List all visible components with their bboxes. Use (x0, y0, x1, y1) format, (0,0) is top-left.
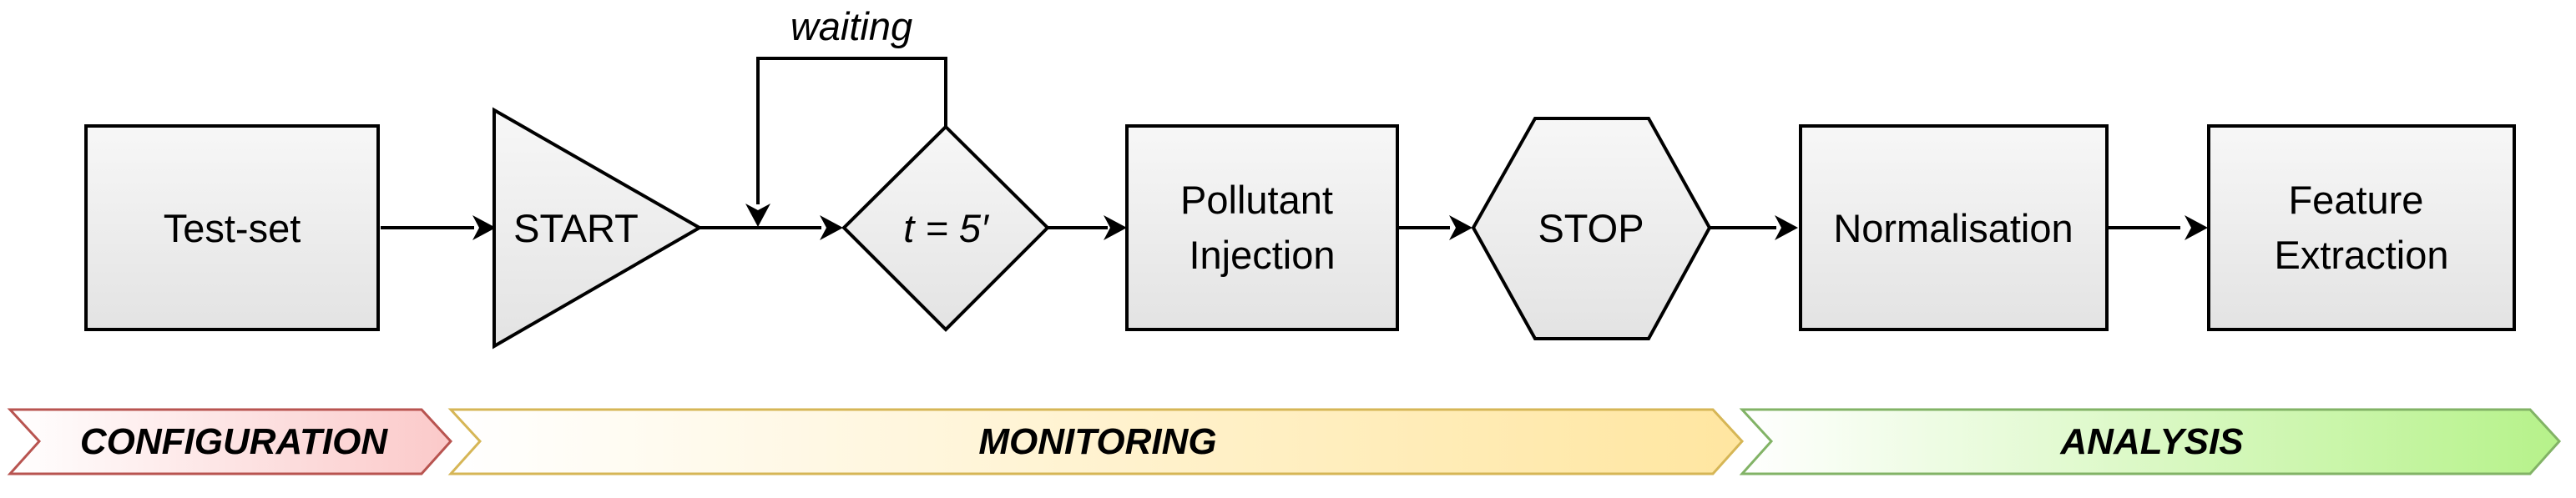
node-feature-extraction-label: Feature Extraction (2275, 178, 2449, 277)
phase-analysis: ANALYSIS (1739, 408, 2562, 475)
phase-monitoring: MONITORING (447, 408, 1745, 475)
node-test-set: Test-set (84, 124, 380, 331)
arrowhead-normalisation (1775, 215, 1798, 240)
node-pollutant-injection-label: Pollutant Injection (1180, 178, 1344, 277)
node-start: START (492, 107, 704, 350)
arrowhead-start (472, 215, 496, 240)
node-normalisation: Normalisation (1799, 124, 2109, 331)
arrowhead-waiting-loop (745, 204, 770, 227)
node-stop-hexagon: STOP (1471, 117, 1712, 340)
node-condition-label: t = 5′ (903, 206, 990, 250)
node-feature-extraction-line2: Extraction (2275, 233, 2449, 277)
node-start-label: START (513, 206, 639, 250)
node-condition-diamond: t = 5′ (841, 124, 1050, 332)
phase-monitoring-label: MONITORING (978, 421, 1216, 462)
arrowhead-injection (1104, 215, 1127, 240)
loop-label-waiting: waiting (790, 4, 912, 48)
phase-configuration: CONFIGURATION (7, 408, 453, 475)
node-feature-extraction-line1: Feature (2288, 178, 2423, 222)
node-normalisation-label: Normalisation (1833, 206, 2073, 250)
node-pollutant-injection: Pollutant Injection (1125, 124, 1399, 331)
arrowhead-stop (1449, 215, 1472, 240)
arrowhead-condition (820, 215, 843, 240)
edge-waiting-loop (756, 57, 947, 204)
node-feature-extraction: Feature Extraction (2207, 124, 2516, 331)
arrowheads (472, 204, 2208, 240)
node-test-set-label: Test-set (164, 206, 301, 250)
node-pollutant-injection-line2: Injection (1189, 233, 1335, 277)
node-stop-label: STOP (1538, 206, 1644, 250)
connectors (381, 57, 2180, 229)
phase-configuration-label: CONFIGURATION (80, 421, 388, 462)
arrowhead-feature (2185, 215, 2208, 240)
phase-analysis-label: ANALYSIS (2059, 421, 2243, 462)
node-pollutant-injection-line1: Pollutant (1180, 178, 1333, 222)
